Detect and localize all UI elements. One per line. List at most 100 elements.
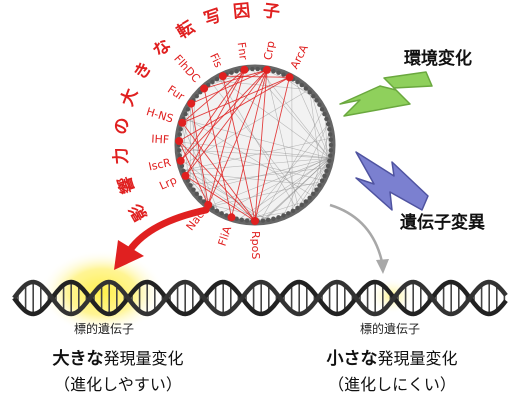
gene-node: [240, 218, 244, 222]
factor-label-fis: Fis: [207, 51, 225, 70]
gene-node: [328, 153, 332, 157]
right-caption-rest: 発現量変化: [377, 349, 457, 368]
gene-mutation-label: 遺伝子変異: [400, 208, 485, 233]
gene-node: [327, 127, 331, 131]
gene-node: [250, 67, 254, 71]
arc-title-char: 力: [110, 146, 132, 165]
factor-label-fur: Fur: [165, 83, 187, 104]
regulatory-network: [175, 66, 333, 225]
factor-label-iscr: IscR: [147, 156, 172, 174]
gene-node: [317, 103, 321, 107]
gene-node: [320, 107, 324, 111]
arc-title-char: 大: [116, 86, 142, 109]
factor-label-flhdc: FlhDC: [171, 52, 203, 85]
left-caption-bold: 大きな: [52, 349, 103, 369]
right-caption-line1: 小さな発現量変化: [292, 344, 492, 369]
weak-effect-arrow: [330, 205, 389, 274]
gene-node: [291, 209, 295, 213]
arc-title-char: な: [149, 35, 175, 61]
gene-node: [281, 72, 285, 76]
factor-label-arca: ArcA: [288, 42, 311, 71]
factor-node: [286, 73, 294, 81]
factor-label-h-ns: H-NS: [145, 105, 175, 125]
arc-title-char: 転: [173, 16, 198, 43]
gene-node: [324, 169, 328, 173]
arc-title-char: 子: [262, 1, 281, 23]
left-caption-rest: 発現量変化: [103, 349, 183, 368]
arc-title-char: 影: [126, 200, 152, 225]
gene-node: [255, 67, 259, 71]
target-gene-right-label: 標的遺伝子: [360, 320, 420, 337]
gene-node: [178, 132, 182, 136]
gene-node: [317, 183, 321, 187]
arc-title-char: き: [130, 58, 156, 83]
gene-node: [329, 143, 333, 147]
gene-node: [304, 199, 308, 203]
gene-node: [295, 206, 299, 210]
gene-node: [329, 137, 333, 141]
gene-node: [195, 192, 199, 196]
factor-label-flia: FliA: [216, 224, 235, 247]
left-caption-sub: （進化しやすい）: [18, 371, 218, 395]
factor-node: [251, 217, 259, 225]
gene-node: [195, 94, 199, 98]
factor-node: [182, 172, 190, 180]
gene-node: [215, 77, 219, 81]
arc-title-char: 写: [201, 6, 223, 30]
gene-node: [311, 94, 315, 98]
gene-node: [266, 218, 270, 222]
mutation-arrow: [356, 152, 428, 210]
environment-arrow: [340, 72, 432, 116]
gene-node: [229, 71, 233, 75]
factor-label-fnr: Fnr: [235, 41, 250, 61]
gene-node: [198, 196, 202, 200]
gene-node: [314, 187, 318, 191]
factor-node: [177, 157, 185, 165]
gene-node: [326, 122, 330, 126]
right-caption-sub: （進化しにくい）: [292, 371, 492, 395]
gene-node: [311, 192, 315, 196]
gene-node: [286, 211, 290, 215]
gene-node: [281, 213, 285, 217]
gene-node: [307, 90, 311, 94]
left-caption: 大きな発現量変化 （進化しやすい）: [18, 344, 218, 395]
gene-node: [271, 217, 275, 221]
gene-node: [271, 69, 275, 73]
gene-node: [322, 112, 326, 116]
gene-node: [178, 127, 182, 131]
right-caption-bold: 小さな: [326, 349, 377, 369]
gene-node: [245, 218, 249, 222]
gene-node: [307, 196, 311, 200]
gene-node: [326, 164, 330, 168]
gene-node: [183, 112, 187, 116]
factor-label-lrp: Lrp: [157, 174, 178, 193]
factor-node: [178, 119, 186, 127]
environment-change-label: 環境変化: [404, 44, 472, 69]
gene-node: [261, 218, 265, 222]
arc-title-char: 響: [114, 174, 139, 196]
arc-title-char: の: [111, 116, 133, 136]
factor-node: [175, 137, 183, 145]
gene-node: [191, 187, 195, 191]
gene-node: [276, 71, 280, 75]
gene-node: [186, 107, 190, 111]
gene-node: [295, 80, 299, 84]
left-caption-line1: 大きな発現量変化: [18, 344, 218, 369]
gene-node: [300, 83, 304, 87]
gene-node: [304, 86, 308, 90]
gene-node: [215, 209, 219, 213]
gene-node: [210, 80, 214, 84]
factor-node: [219, 72, 227, 80]
gene-node: [219, 211, 223, 215]
gene-node: [188, 183, 192, 187]
gene-node: [322, 174, 326, 178]
gene-node: [329, 148, 333, 152]
factor-node: [228, 213, 236, 221]
factor-node: [263, 66, 271, 74]
factor-label-ihf: IHF: [151, 133, 169, 147]
gene-node: [300, 203, 304, 207]
right-caption: 小さな発現量変化 （進化しにくい）: [292, 344, 492, 395]
factor-node: [187, 100, 195, 108]
gene-node: [234, 69, 238, 73]
factor-label-crp: Crp: [262, 40, 278, 61]
